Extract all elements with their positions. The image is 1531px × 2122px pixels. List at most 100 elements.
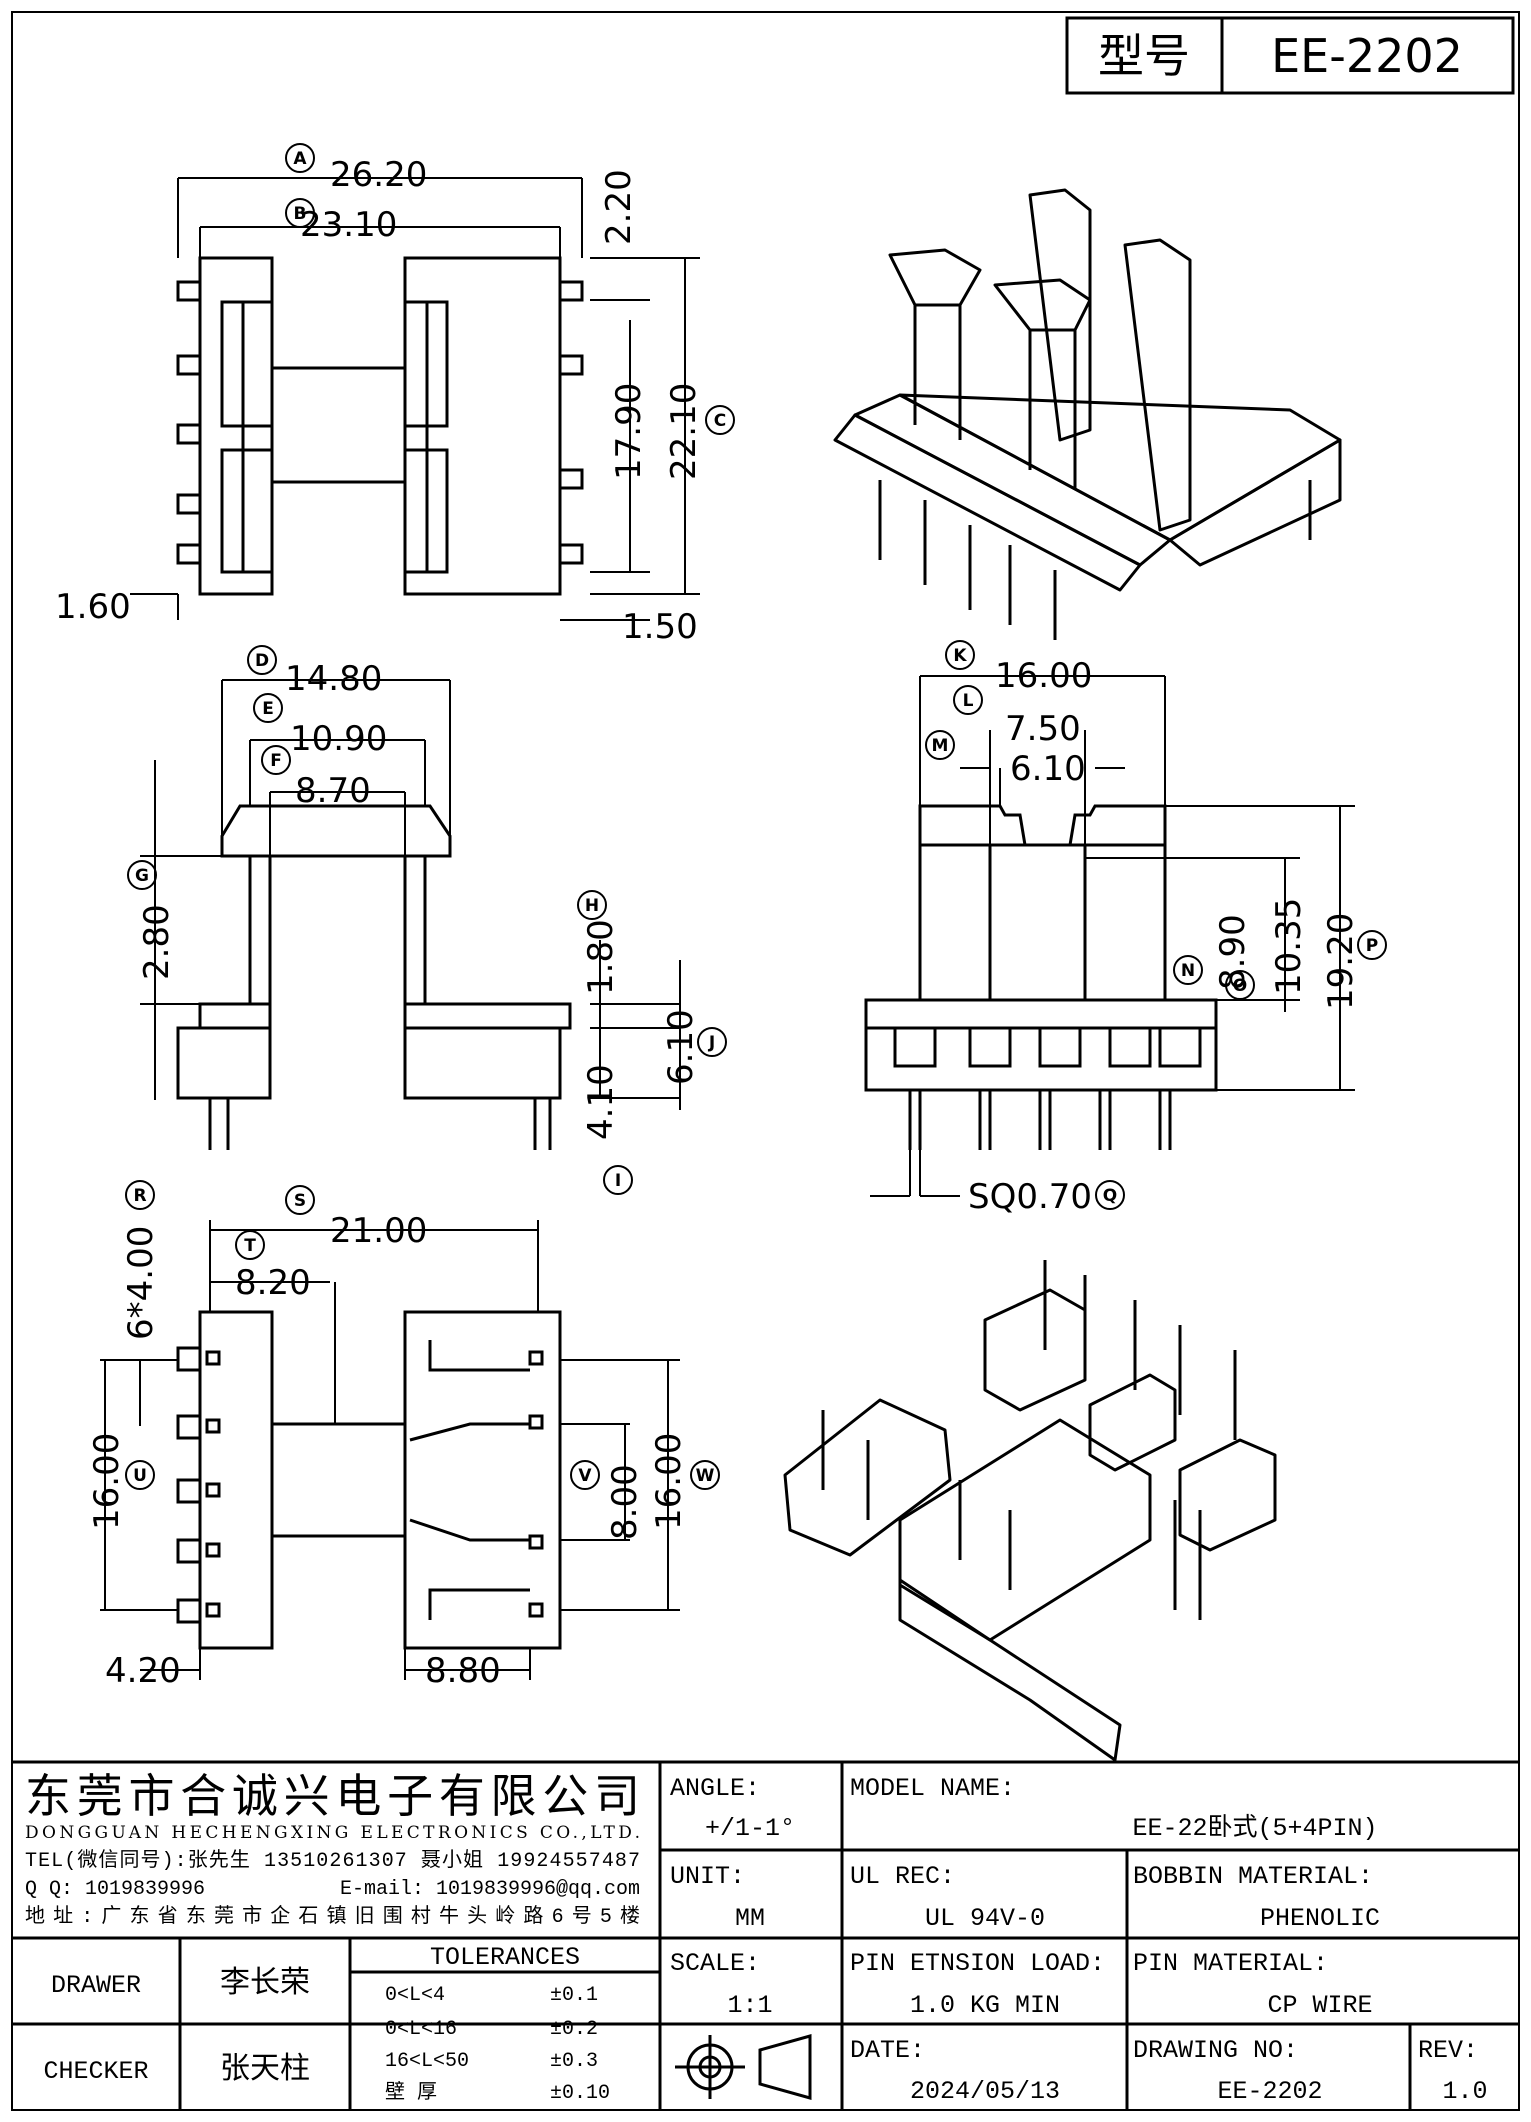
- tolerance-table: 0<L<4 ±0.1 0<L<16 ±0.2 16<L<50 ±0.3 壁 厚 …: [385, 1984, 610, 2105]
- callout-circle-j: [697, 1027, 727, 1057]
- callout-circle-p: [1357, 930, 1387, 960]
- front-view-dims: [870, 675, 1355, 1197]
- callout-letter-c: C: [714, 411, 726, 431]
- tol-range: 0<L<16: [385, 2018, 457, 2041]
- callout-letter-t: T: [244, 1236, 256, 1256]
- dim-j: 6.10: [661, 1009, 701, 1085]
- callout-letter-s: S: [294, 1191, 306, 1211]
- callout-circle-b: [285, 198, 315, 228]
- rev-label: REV:: [1418, 2036, 1478, 2065]
- tol-value: ±0.1: [550, 1984, 598, 2007]
- dim-s: 21.00: [330, 1211, 427, 1251]
- callout-circle-n: [1173, 955, 1203, 985]
- company-email: E-mail: 1019839996@qq.com: [340, 1878, 640, 1901]
- dim-m: 6.10: [1010, 749, 1086, 789]
- callout-letter-d: D: [255, 651, 269, 671]
- company-address: 地址:广东省东莞市企石镇旧围村牛头岭路6号5楼: [25, 1904, 640, 1929]
- bobbin-label: BOBBIN MATERIAL:: [1133, 1862, 1373, 1891]
- dim-h-top: 2.20: [599, 169, 639, 245]
- side-view: [176, 804, 572, 1150]
- dim-u: 16.00: [87, 1433, 127, 1530]
- checker-value: 张天柱: [220, 2051, 310, 2086]
- dim-f: 8.70: [295, 771, 371, 811]
- callout-circle-r: [125, 1180, 155, 1210]
- ul-value: UL 94V-0: [925, 1904, 1045, 1933]
- dim-h: 1.80: [581, 919, 621, 995]
- scale-label: SCALE:: [670, 1949, 760, 1978]
- callout-circle-u: [125, 1460, 155, 1490]
- company-name-en: DONGGUAN HECHENGXING ELECTRONICS CO.,LTD…: [25, 1823, 640, 1843]
- callout-letter-q: Q: [1103, 1186, 1117, 1206]
- callout-circle-h: [577, 890, 607, 920]
- dim-v: 8.00: [605, 1464, 645, 1540]
- callout-circle-w: [690, 1460, 720, 1490]
- tol-range: 0<L<4: [385, 1984, 445, 2007]
- sheet-border: [11, 11, 1520, 2111]
- callout-circle-t: [235, 1230, 265, 1260]
- callout-circle-l: [953, 685, 983, 715]
- bottom-view: [176, 1310, 562, 1650]
- callout-letter-p: P: [1366, 936, 1378, 956]
- dim-g: 2.80: [137, 904, 177, 980]
- header-model-box: 型号 EE-2202: [1065, 16, 1515, 95]
- tol-value: ±0.2: [550, 2018, 598, 2041]
- callout-circle-q: [1095, 1180, 1125, 1210]
- top-view: [176, 256, 584, 596]
- tol-range: 壁 厚: [385, 2080, 437, 2105]
- dim-b: 23.10: [300, 205, 397, 245]
- scale-value: 1:1: [727, 1991, 772, 2020]
- unit-label: UNIT:: [670, 1862, 745, 1891]
- dim-a: 26.20: [330, 155, 427, 195]
- unit-value: MM: [735, 1904, 765, 1933]
- drawing-no-label: DRAWING NO:: [1133, 2036, 1298, 2065]
- model-name-label: MODEL NAME:: [850, 1774, 1015, 1803]
- dim-l: 7.50: [1005, 709, 1081, 749]
- pin-load-value: 1.0 KG MIN: [910, 1991, 1060, 2020]
- callout-circle-s: [285, 1185, 315, 1215]
- tol-range: 16<L<50: [385, 2050, 469, 2073]
- rev-value: 1.0: [1442, 2077, 1487, 2106]
- angle-value: +/1-1°: [705, 1814, 795, 1843]
- callout-circle-f: [261, 745, 291, 775]
- dim-c: 22.10: [664, 383, 704, 480]
- dim-e: 10.90: [290, 719, 387, 759]
- dim-t: 8.20: [235, 1263, 311, 1303]
- callout-letter-u: U: [133, 1466, 147, 1486]
- angle-label: ANGLE:: [670, 1774, 760, 1803]
- pin-material-label: PIN MATERIAL:: [1133, 1949, 1328, 1978]
- callout-letter-k: K: [953, 646, 967, 666]
- dim-k: 16.00: [995, 656, 1092, 696]
- dim-h-inner: 17.90: [609, 383, 649, 480]
- callout-letter-r: R: [133, 1186, 146, 1206]
- dim-r: 6*4.00: [121, 1226, 161, 1340]
- callout-letter-e: E: [262, 699, 274, 719]
- callout-circle-e: [253, 693, 283, 723]
- callout-letter-m: M: [932, 736, 949, 756]
- callout-letter-h: H: [585, 896, 599, 916]
- top-view-dims: [130, 177, 700, 621]
- callout-letter-v: V: [578, 1466, 592, 1486]
- side-view-dims: [140, 679, 681, 1110]
- callout-circle-m: [925, 730, 955, 760]
- callout-circle-i: [603, 1165, 633, 1195]
- checker-label: CHECKER: [43, 2057, 148, 2086]
- model-label: 型号: [1098, 29, 1190, 83]
- bobbin-value: PHENOLIC: [1260, 1904, 1380, 1933]
- callout-letter-g: G: [135, 866, 149, 886]
- tol-value: ±0.10: [550, 2082, 610, 2105]
- callout-circle-c: [705, 405, 735, 435]
- tolerances-title: TOLERANCES: [430, 1943, 580, 1972]
- drawer-value: 李长荣: [220, 1965, 310, 2000]
- callout-letter-j: J: [708, 1033, 715, 1053]
- callout-circle-a: [285, 143, 315, 173]
- bottom-view-dims: [100, 1220, 680, 1680]
- model-name-value: EE-22卧式(5+4PIN): [1132, 1813, 1377, 1843]
- dim-p: 19.20: [1321, 913, 1361, 1010]
- dim-w: 16.00: [649, 1433, 689, 1530]
- dim-n: 8.90: [1213, 914, 1253, 990]
- callout-circle-k: [945, 640, 975, 670]
- dim-bl: 4.20: [105, 1651, 181, 1691]
- company-name-cn: 东莞市合诚兴电子有限公司: [25, 1769, 640, 1823]
